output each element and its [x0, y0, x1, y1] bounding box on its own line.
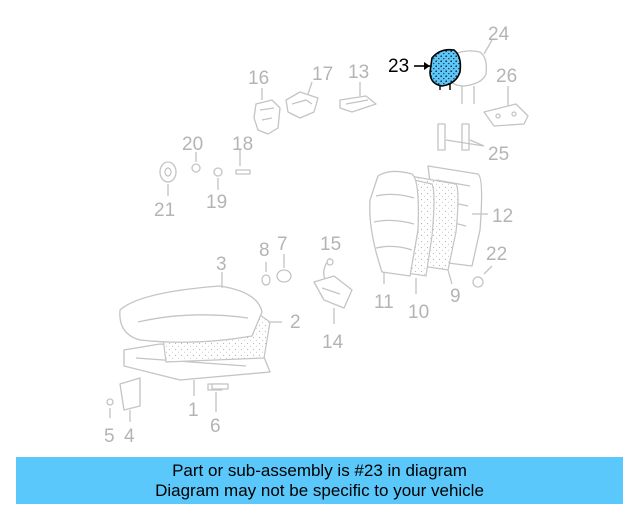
label-part-21: 21 — [154, 200, 175, 221]
label-part-5: 5 — [104, 426, 115, 447]
part-5-clip — [106, 398, 114, 418]
label-part-12: 12 — [492, 206, 513, 227]
label-part-24: 24 — [488, 24, 510, 45]
part-13-handle — [339, 82, 377, 113]
part-19-nut — [213, 167, 223, 190]
label-part-1: 1 — [188, 400, 199, 421]
banner-line-part: Part or sub-assembly is #23 in diagram — [172, 461, 467, 480]
part-18-bolt — [235, 150, 251, 175]
label-part-15: 15 — [320, 234, 341, 255]
label-part-8: 8 — [259, 240, 270, 261]
label-part-18: 18 — [232, 134, 253, 155]
part-4-cover — [119, 377, 141, 422]
label-part-22: 22 — [486, 244, 507, 265]
part-26-plate — [483, 86, 529, 127]
banner-line-disclaimer: Diagram may not be specific to your vehi… — [155, 481, 484, 500]
part-14-switch — [313, 275, 353, 324]
info-banner: Part or sub-assembly is #23 in diagram D… — [16, 457, 623, 504]
label-part-25: 25 — [488, 144, 509, 165]
part-7-knob — [276, 254, 292, 283]
part-17-cover — [285, 81, 319, 119]
label-part-11: 11 — [374, 292, 394, 313]
part-23-headrest-cover — [414, 48, 462, 90]
part-8-pin — [261, 262, 271, 286]
label-part-17: 17 — [312, 64, 333, 85]
label-part-2: 2 — [290, 312, 301, 333]
label-part-16: 16 — [248, 68, 269, 89]
part-3-seat-cushion — [119, 272, 263, 343]
label-part-19: 19 — [206, 192, 227, 213]
part-21-grommet — [159, 161, 177, 196]
label-part-13: 13 — [348, 62, 369, 83]
label-part-3: 3 — [216, 254, 227, 275]
part-11-seatback-cover — [369, 170, 420, 284]
part-16-bracket — [253, 88, 281, 135]
parts-diagram: 24 23 26 25 16 17 13 20 18 21 19 12 22 9… — [104, 24, 529, 447]
part-6-bolt — [211, 383, 229, 412]
label-part-26: 26 — [496, 66, 517, 87]
part-25-guides — [437, 123, 485, 151]
label-part-23: 23 — [388, 56, 409, 77]
label-part-10: 10 — [408, 302, 429, 323]
label-part-20: 20 — [182, 134, 203, 155]
label-part-9: 9 — [450, 286, 461, 307]
label-part-14: 14 — [322, 332, 344, 353]
part-22-screw — [472, 265, 493, 288]
part-20-clip — [191, 152, 201, 173]
label-part-4: 4 — [124, 426, 135, 447]
label-part-7: 7 — [277, 234, 288, 255]
label-part-6: 6 — [210, 416, 221, 437]
